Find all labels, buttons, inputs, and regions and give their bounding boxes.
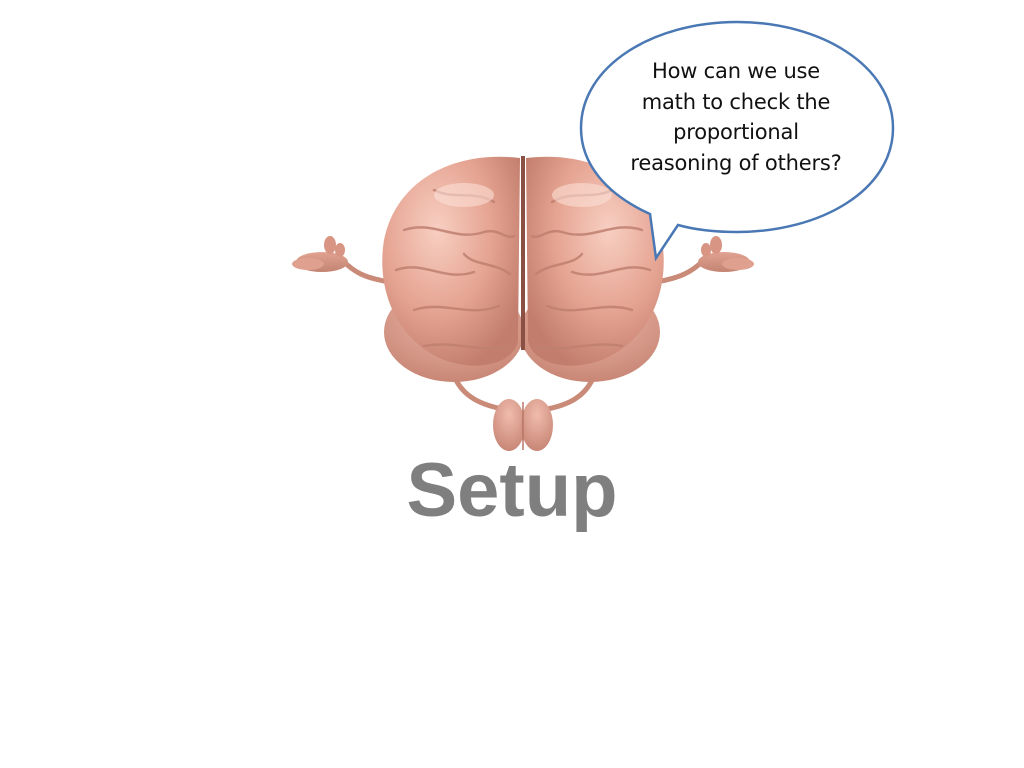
speech-bubble: [579, 20, 895, 262]
brain-character-illustration: [292, 156, 754, 451]
slide-title: Setup: [406, 448, 618, 533]
speech-bubble-text: How can we use math to check the proport…: [630, 59, 842, 175]
left-hand-icon: [292, 236, 348, 272]
feet-icon: [493, 399, 553, 451]
right-hand-icon: [698, 236, 754, 272]
